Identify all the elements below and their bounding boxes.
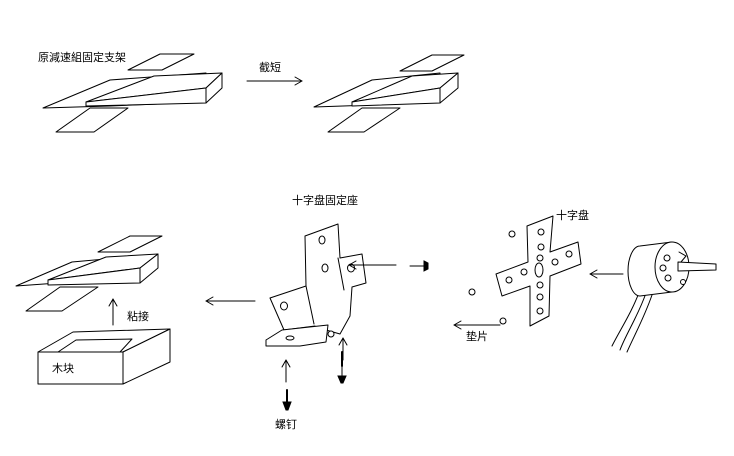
arrow-screw-lower: [281, 359, 291, 383]
label-original-bracket: 原減速組固定支架: [38, 50, 126, 64]
arrow-shorten: [246, 76, 303, 86]
label-cross-mount: 十字盘固定座: [292, 193, 358, 207]
glued-bracket: [15, 235, 163, 312]
label-glue: 粘接: [127, 309, 149, 323]
label-wood-block: 木块: [52, 362, 74, 375]
original-bracket: [42, 53, 223, 133]
screw-lower: [282, 389, 292, 411]
arrow-motor: [589, 269, 624, 279]
arrow-screw-right: [348, 260, 397, 270]
label-cross-disc: 十字盘: [556, 208, 589, 222]
label-screw: 螺钉: [275, 418, 297, 431]
arrow-to-glued: [205, 296, 256, 306]
screw-bottom: [337, 351, 347, 384]
arrow-screw-bottom: [338, 337, 348, 361]
screw-right: [409, 260, 429, 272]
cross-disc: [495, 215, 582, 327]
label-shorten: 截短: [259, 60, 281, 74]
wood-block: [37, 328, 171, 385]
washers: [468, 230, 516, 325]
shortened-bracket: [313, 54, 465, 133]
motor: [611, 241, 717, 353]
label-washer: 垫片: [466, 329, 488, 343]
arrow-glue: [108, 298, 118, 326]
arrow-washer: [453, 320, 501, 330]
cross-mount-bracket: [265, 223, 367, 347]
